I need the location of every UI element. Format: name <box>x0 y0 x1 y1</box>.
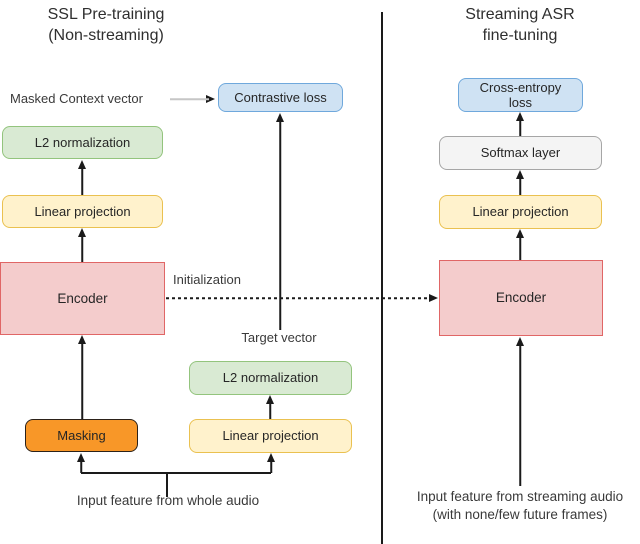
input-feature-whole-audio-label: Input feature from whole audio <box>76 493 260 508</box>
arrow-input-to-masking <box>76 453 86 473</box>
cross-entropy-loss-node: Cross-entropy loss <box>458 78 583 112</box>
linear-projection-node: Linear projection <box>2 195 163 228</box>
target-vector-label: Target vector <box>229 330 329 345</box>
arrow-linear-projection-to-softmax <box>515 170 525 195</box>
arrow-encoder-to-linear-projection <box>77 228 87 262</box>
arrow-softmax-to-cross-entropy <box>515 112 525 136</box>
arrow-target-linear-projection-to-l2 <box>265 395 275 419</box>
linear-projection-node-finetune: Linear projection <box>439 195 602 229</box>
input-feature-streaming-label: Input feature from streaming audio (with… <box>416 489 624 523</box>
input-branch-stem <box>166 472 168 497</box>
encoder-node-finetune: Encoder <box>439 260 603 336</box>
arrow-masking-to-encoder <box>77 335 87 419</box>
left-panel-title: SSL Pre-training (Non-streaming) <box>47 6 165 45</box>
contrastive-loss-node: Contrastive loss <box>218 83 343 112</box>
masking-node: Masking <box>25 419 138 452</box>
softmax-layer-node: Softmax layer <box>439 136 602 170</box>
arrow-input-to-encoder-finetune <box>515 337 525 486</box>
target-linear-projection-node: Linear projection <box>189 419 352 453</box>
target-l2-normalization-node: L2 normalization <box>189 361 352 395</box>
arrow-input-to-target-linear-projection <box>266 453 276 473</box>
masked-context-vector-label: Masked Context vector <box>10 91 143 106</box>
input-branch-line <box>81 472 271 474</box>
right-panel-title: Streaming ASR fine-tuning <box>465 6 575 45</box>
panel-divider-line <box>381 12 383 544</box>
arrow-target-vector-to-contrastive-loss <box>275 113 285 330</box>
arrow-masked-context-to-contrastive-loss <box>170 94 215 104</box>
initialization-label: Initialization <box>173 272 241 287</box>
encoder-node-pretrain: Encoder <box>0 262 165 335</box>
arrow-initialization-dashed <box>166 293 438 303</box>
l2-normalization-node: L2 normalization <box>2 126 163 159</box>
arrow-encoder-to-linear-projection-finetune <box>515 229 525 260</box>
arrow-linear-projection-to-l2-normalization <box>77 160 87 195</box>
